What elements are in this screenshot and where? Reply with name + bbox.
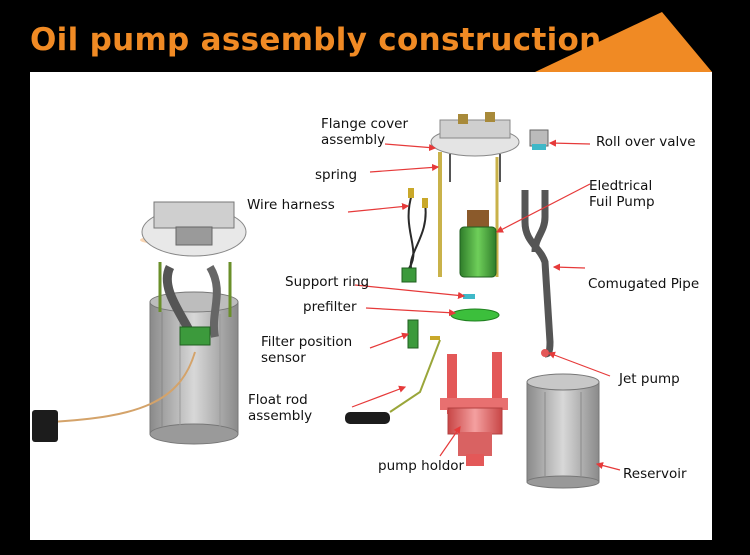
- label-electrical-fuel-pump: Eledtrical Fuil Pump: [589, 178, 655, 210]
- corrugated-pipe-illustration: [521, 190, 554, 358]
- filter-position-sensor-illustration: [407, 319, 440, 349]
- label-reservoir: Reservoir: [623, 466, 687, 482]
- label-float-rod-line2: assembly: [248, 408, 313, 424]
- label-jet-pump: Jet pump: [619, 371, 680, 387]
- roll-over-valve-illustration: [529, 129, 549, 150]
- label-spring: spring: [315, 167, 358, 183]
- diagram-panel: [30, 72, 712, 540]
- label-wire-harness: Wire harness: [247, 197, 335, 213]
- pump-holder-illustration: [440, 352, 508, 466]
- label-filter-position-sensor: Filter position sensor: [261, 334, 352, 366]
- label-electrical-pump-line1: Eledtrical: [589, 178, 653, 194]
- label-electrical-pump-line2: Fuil Pump: [589, 194, 655, 210]
- prefilter-illustration: [450, 308, 500, 322]
- label-flange-cover-line1: Flange cover: [321, 116, 409, 132]
- leader-arrows: [347, 139, 621, 471]
- exploded-diagram: [32, 112, 621, 489]
- spring-illustration: [438, 152, 499, 277]
- label-filter-position-line1: Filter position: [261, 334, 353, 350]
- label-filter-position-line2: sensor: [261, 350, 306, 366]
- label-flange-cover: Flange cover assembly: [321, 116, 408, 148]
- flange-cover-illustration: [430, 112, 520, 182]
- label-flange-cover-line2: assembly: [321, 132, 386, 148]
- label-roll-over-valve: Roll over valve: [596, 134, 696, 150]
- wire-harness-illustration: [401, 188, 428, 283]
- label-float-rod: Float rod assembly: [248, 392, 312, 424]
- support-ring-illustration: [463, 294, 475, 299]
- label-support-ring: Support ring: [285, 274, 370, 290]
- label-prefilter: prefilter: [303, 299, 357, 315]
- page-title: Oil pump assembly construction: [30, 22, 602, 58]
- label-corrugated-pipe: Comugated Pipe: [588, 276, 700, 292]
- reservoir-illustration: [526, 373, 600, 489]
- assembled-pump-illustration: [32, 201, 247, 445]
- electrical-fuel-pump-illustration: [459, 210, 497, 278]
- label-pump-holder: pump holdor: [378, 458, 465, 474]
- corner-decoration: [535, 12, 712, 72]
- label-float-rod-line1: Float rod: [248, 392, 308, 408]
- float-rod-illustration: [345, 339, 441, 424]
